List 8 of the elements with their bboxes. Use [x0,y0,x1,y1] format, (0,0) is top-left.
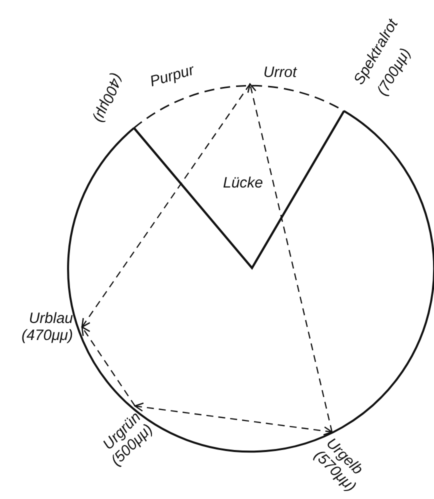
arrow [247,83,333,432]
hue-label: Urblau (470μμ) [4,310,82,346]
gap-label: Lücke [222,174,264,192]
hue-label: Purpur [148,62,196,90]
arrow [81,84,250,328]
arrow [81,326,136,406]
arrow [134,402,333,436]
hue-label: Urrot [240,64,320,84]
